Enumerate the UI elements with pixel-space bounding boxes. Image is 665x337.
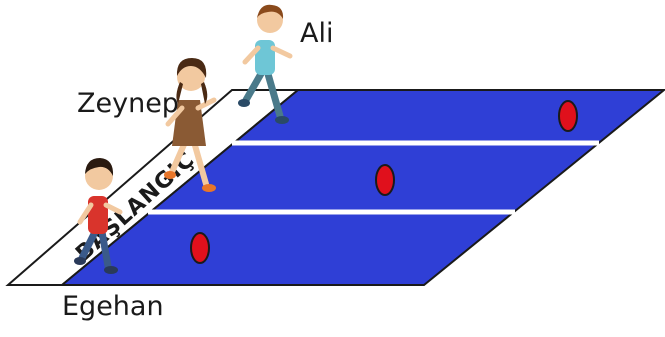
lane-marker-bottom (191, 233, 209, 263)
runner-name-zeynep: Zeynep (77, 90, 179, 117)
lane-marker-middle (376, 165, 394, 195)
runner-name-ali: Ali (300, 20, 333, 47)
lane-marker-top (559, 101, 577, 131)
runner-name-egehan: Egehan (62, 293, 164, 320)
